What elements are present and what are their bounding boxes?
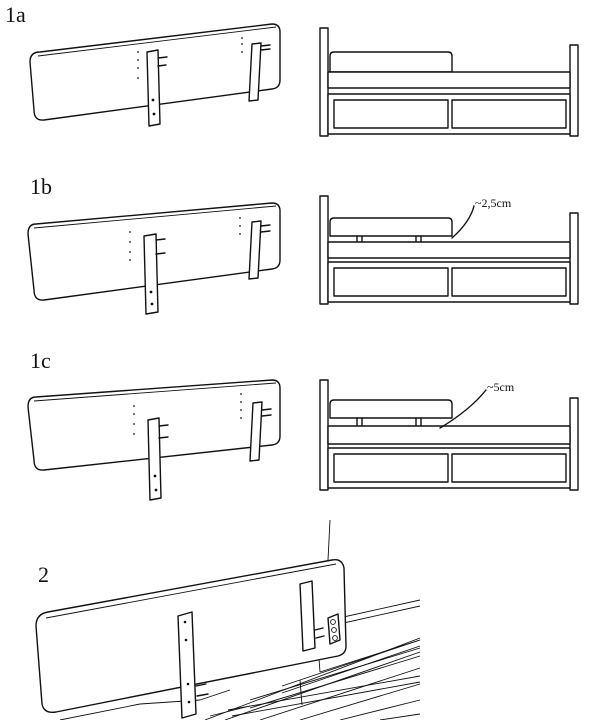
step-1b-leg-right: [248, 220, 262, 280]
step-1a-exploded-board: [29, 23, 281, 127]
step-1c-screws: [133, 393, 272, 439]
step-1c-bed-front-view: [319, 379, 579, 491]
step-label-1c: 1c: [30, 348, 51, 373]
step-1b-leg-left: [143, 233, 159, 315]
step-1a-bed-front-view: [319, 27, 579, 137]
step-1b-screws: [129, 217, 271, 261]
step-2-leg-left: [177, 611, 209, 719]
step-1c-leg-left: [147, 417, 162, 501]
step-2-mounting-bracket: [327, 613, 341, 645]
step-label-2: 2: [38, 562, 49, 587]
step-2-screws-right: [314, 627, 325, 639]
step-1c-exploded-board: [27, 379, 281, 501]
step-1a-leg-right: [248, 42, 262, 102]
step-1a-screws: [137, 37, 271, 79]
step-label-1a: 1a: [5, 2, 26, 27]
step-1a-leg-left: [146, 49, 161, 127]
step-2-screws-left: [195, 683, 209, 697]
step-1c-dimension-leader: [439, 389, 487, 429]
step-1c-dimension-label: ~5cm: [487, 380, 515, 394]
step-1b-bed-front-view: [319, 195, 579, 305]
step-1c-leg-right: [249, 401, 263, 462]
step-label-1b: 1b: [30, 174, 52, 199]
step-1b-dimension-leader: [451, 205, 475, 239]
step-2-leg-right: [299, 580, 325, 652]
step-1b-exploded-board: [27, 202, 281, 315]
step-1b-dimension-label: ~2,5cm: [475, 196, 512, 210]
